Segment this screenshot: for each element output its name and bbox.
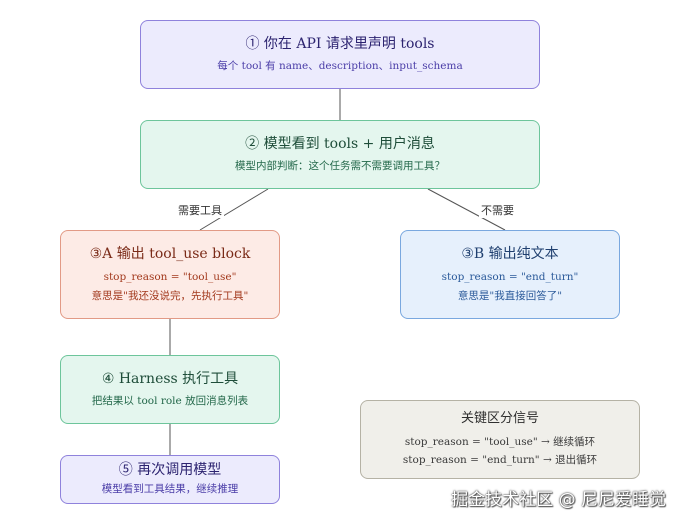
key-signal-legend: 关键区分信号 stop_reason = "tool_use" → 继续循环 s… <box>360 400 640 479</box>
node-model-sees-tools: ② 模型看到 tools + 用户消息 模型内部判断：这个任务需不需要调用工具？ <box>140 120 540 189</box>
node-output-text-stop-reason: stop_reason = "end_turn" <box>441 270 579 283</box>
edge-2-to-3b <box>427 188 506 231</box>
node-output-text-meaning: 意思是"我直接回答了" <box>457 289 563 302</box>
node-model-sees-tools-title: ② 模型看到 tools + 用户消息 <box>245 135 435 152</box>
node-call-model-again-desc: 模型看到工具结果，继续推理 <box>101 483 239 495</box>
edge-2-to-3a <box>199 188 269 231</box>
node-call-model-again: ⑤ 再次调用模型 模型看到工具结果，继续推理 <box>60 455 280 504</box>
node-output-tool-use-stop-reason: stop_reason = "tool_use" <box>103 270 237 283</box>
node-output-tool-use-title: ③A 输出 tool_use block <box>89 245 251 262</box>
node-call-model-again-title: ⑤ 再次调用模型 <box>118 462 222 478</box>
node-model-sees-tools-desc: 模型内部判断：这个任务需不需要调用工具？ <box>235 159 445 172</box>
node-declare-tools-title: ① 你在 API 请求里声明 tools <box>245 35 435 52</box>
node-output-text: ③B 输出纯文本 stop_reason = "end_turn" 意思是"我直… <box>400 230 620 319</box>
node-output-tool-use: ③A 输出 tool_use block stop_reason = "tool… <box>60 230 280 319</box>
watermark: 掘金技术社区 @ 尼尼爱睡觉 <box>451 490 666 510</box>
node-declare-tools-desc: 每个 tool 有 name、description、input_schema <box>217 59 463 72</box>
node-harness-executes-title: ④ Harness 执行工具 <box>101 370 239 387</box>
node-output-tool-use-meaning: 意思是"我还没说完，先执行工具" <box>91 289 249 302</box>
node-harness-executes: ④ Harness 执行工具 把结果以 tool role 放回消息列表 <box>60 355 280 424</box>
node-harness-executes-desc: 把结果以 tool role 放回消息列表 <box>91 394 249 407</box>
key-signal-continue: stop_reason = "tool_use" → 继续循环 <box>404 436 596 448</box>
node-declare-tools: ① 你在 API 请求里声明 tools 每个 tool 有 name、desc… <box>140 20 540 89</box>
edge-label-need-tool: 需要工具 <box>176 204 224 218</box>
edge-label-no-need: 不需要 <box>479 204 516 218</box>
key-signal-exit: stop_reason = "end_turn" → 退出循环 <box>402 454 598 466</box>
key-signal-title: 关键区分信号 <box>460 411 539 426</box>
node-output-text-title: ③B 输出纯文本 <box>461 245 559 262</box>
